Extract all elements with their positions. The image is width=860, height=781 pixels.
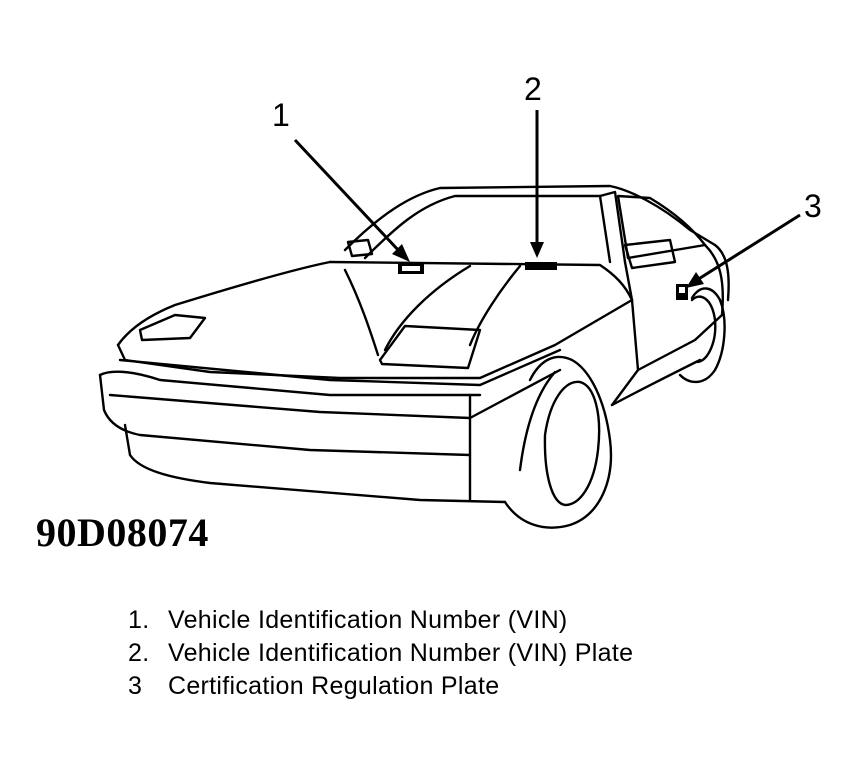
arrowhead-1 [392, 244, 410, 262]
plate-markers [398, 262, 688, 300]
legend-item: 1. Vehicle Identification Number (VIN) [128, 604, 633, 637]
legend-item: 2. Vehicle Identification Number (VIN) Pl… [128, 637, 633, 670]
callout-number-1: 1 [272, 97, 290, 133]
legend-list: 1. Vehicle Identification Number (VIN) 2.… [128, 604, 633, 703]
car-illustration [98, 184, 730, 529]
leader-arrow-3 [696, 213, 801, 282]
vin-plate-marker [525, 262, 557, 270]
legend-item-number: 1. [128, 606, 150, 634]
arrowhead-2 [530, 242, 544, 258]
legend-item-number: 2. [128, 639, 150, 667]
certification-plate-highlight [679, 287, 685, 293]
legend-item-text: Certification Regulation Plate [168, 672, 500, 700]
arrowhead-3 [686, 272, 704, 288]
leader-arrows [293, 110, 801, 288]
car-diagram: 1 2 3 [98, 71, 822, 529]
legend-item: 3 Certification Regulation Plate [128, 670, 633, 703]
vin-marker-highlight [402, 266, 420, 271]
callout-number-3: 3 [804, 188, 822, 224]
legend-item-text: Vehicle Identification Number (VIN) [168, 606, 568, 634]
callout-number-2: 2 [524, 71, 542, 107]
legend-item-number: 3 [128, 672, 143, 700]
legend-item-text: Vehicle Identification Number (VIN) Plat… [168, 639, 634, 667]
leader-arrow-1 [293, 138, 402, 254]
figure-code: 90D08074 [36, 510, 209, 555]
